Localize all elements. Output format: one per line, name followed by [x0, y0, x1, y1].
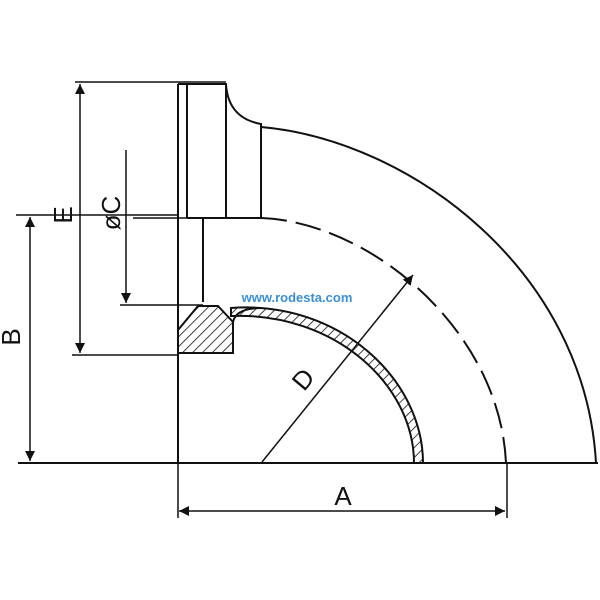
- ferrule: [177, 83, 262, 463]
- label-d: D: [286, 362, 321, 396]
- center-arc: [260, 217, 507, 464]
- extension-lines: [16, 81, 508, 518]
- ferrule-section: [177, 305, 234, 354]
- dimension-lines: [25, 84, 505, 516]
- inner-wall-section: [230, 306, 425, 464]
- outer-arc: [260, 126, 597, 464]
- dim-d-line: [261, 274, 414, 463]
- watermark: www.rodesta.com: [241, 290, 353, 305]
- label-e: E: [48, 206, 78, 223]
- label-a: A: [334, 481, 352, 511]
- label-c: øC: [96, 196, 126, 231]
- label-b: B: [0, 328, 26, 345]
- ferrule-section-outline: [232, 307, 263, 323]
